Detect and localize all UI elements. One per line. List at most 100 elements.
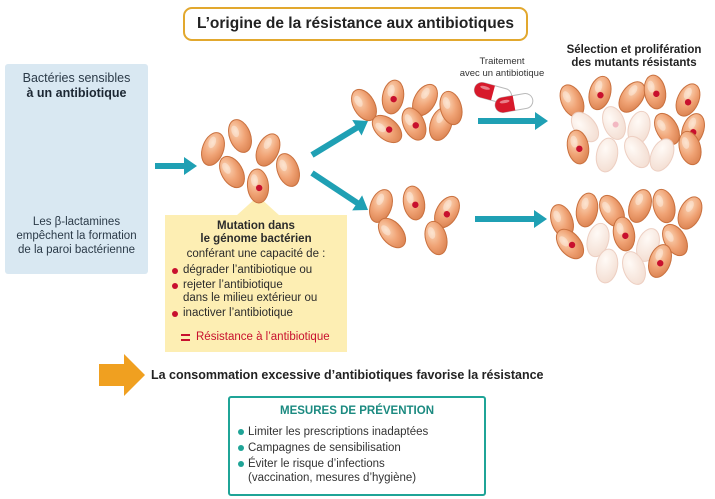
treatment-line2: avec un antibiotique	[459, 68, 545, 79]
list-item: inactiver l’antibiotique	[172, 307, 347, 321]
beta-lactam-note: Les β-lactamines empêchent la formation …	[5, 215, 148, 257]
mutation-dot	[412, 201, 419, 208]
mutant-bacterium	[566, 129, 590, 165]
flow-arrow-icon	[155, 157, 197, 175]
bacterium	[255, 133, 281, 167]
mutation-dot	[255, 184, 263, 192]
item-line1: Éviter le risque d’infections	[248, 458, 385, 470]
bacterium	[618, 81, 646, 113]
list-item: Éviter le risque d’infections (vaccinatio…	[238, 457, 484, 485]
item-line1: inactiver l’antibiotique	[183, 306, 293, 319]
mutation-subtitle: conférant une capacité de :	[186, 248, 326, 260]
bacterium	[424, 220, 448, 256]
dead-bacterium	[624, 135, 650, 169]
bacterium	[276, 153, 300, 187]
mutant-bacterium	[402, 185, 426, 221]
item-line2: (vaccination, mesures d’hygiène)	[248, 472, 417, 484]
treatment-arrow-icon	[478, 112, 548, 130]
bullet-icon	[172, 310, 178, 317]
mutation-dot	[412, 122, 419, 129]
mutation-dot	[390, 95, 397, 103]
bacterium	[228, 119, 252, 153]
growth-arrow-icon	[475, 210, 547, 228]
dead-bacterium	[595, 248, 619, 284]
mutation-panel	[165, 215, 347, 352]
resistance-result-text: Résistance à l’antibiotique	[196, 331, 330, 343]
dead-bacterium	[649, 138, 675, 172]
bacteria-layer	[20, 74, 705, 285]
list-item: Limiter les prescriptions inadaptées	[238, 425, 484, 439]
bacterium	[628, 189, 652, 223]
bacterium	[377, 217, 407, 249]
bullet-icon	[172, 268, 178, 274]
resistance-result: Résistance à l’antibiotique	[181, 331, 330, 343]
consumption-arrow-icon	[99, 354, 145, 396]
note-line2: empêchent la formation	[16, 230, 137, 242]
sensitive-bacteria-panel	[5, 64, 148, 274]
dead-bacterium	[622, 251, 646, 285]
mutant-bacterium	[555, 228, 585, 260]
sensitive-bacteria-title: Bactéries sensibles à un antibiotique	[5, 71, 148, 101]
dead-bacterium	[586, 222, 610, 258]
bacterium	[369, 189, 393, 223]
bullet-icon	[238, 429, 244, 435]
mutant-bacterium	[246, 168, 270, 204]
treatment-line1: Traitement	[479, 56, 525, 67]
item-line1: Campagnes de sensibilisation	[248, 442, 401, 454]
mutant-bacterium	[381, 79, 405, 115]
mutation-dot	[653, 90, 660, 97]
mutation-title: Mutation dans le génome bactérien	[165, 220, 347, 246]
page-title: L’origine de la résistance aux antibioti…	[183, 7, 528, 41]
bullet-icon	[238, 445, 244, 451]
treatment-label: Traitement avec un antibiotique	[447, 56, 557, 80]
antibiotic-capsules	[473, 82, 534, 113]
mutation-dot	[443, 211, 451, 218]
mutation-dot	[657, 260, 664, 267]
note-line3: de la paroi bactérienne	[18, 244, 135, 256]
mutation-dot	[597, 91, 604, 99]
bacterium	[351, 88, 377, 122]
mutation-callout-pointer	[236, 196, 280, 216]
bullet-icon	[238, 461, 244, 467]
equals-icon	[181, 333, 190, 341]
mutant-bacterium	[643, 74, 667, 110]
bacterium	[678, 130, 702, 166]
capsule-icon	[494, 93, 534, 113]
bacterium	[575, 192, 599, 228]
prevention-panel	[228, 396, 486, 496]
arrows-layer	[155, 112, 548, 228]
bacterium	[412, 83, 438, 117]
item-line2: dans le milieu extérieur ou	[183, 292, 318, 304]
bacterium	[219, 155, 245, 189]
item-line1: dégrader l’antibiotique ou	[183, 264, 313, 276]
item-line1: rejeter l’antibiotique	[183, 278, 283, 291]
mutant-bacterium	[648, 244, 672, 278]
mutant-bacterium	[612, 216, 636, 252]
mutant-bacterium	[588, 75, 612, 111]
sensitive-title-line2: à un antibiotique	[26, 86, 127, 100]
bacterium	[654, 112, 680, 146]
mutation-dot	[385, 126, 393, 133]
mutant-bacterium	[434, 195, 460, 229]
selection-line2: des mutants résistants	[571, 57, 697, 69]
mutation-title-line2: le génome bactérien	[200, 233, 312, 245]
bacterium	[201, 132, 225, 166]
note-line1: Les β-lactamines	[32, 216, 121, 228]
branch-down-arrow-icon	[310, 170, 368, 211]
mutation-dot	[684, 99, 692, 106]
mutant-bacterium	[371, 114, 403, 144]
prevention-title: MESURES DE PRÉVENTION	[280, 405, 434, 417]
bacterium	[677, 196, 703, 230]
mutation-capability-list: dégrader l’antibiotique ou rejeter l’ant…	[172, 264, 347, 321]
mutation-dot	[568, 241, 576, 249]
mutation-dot	[622, 232, 629, 239]
mutation-dot	[576, 145, 583, 152]
list-item: dégrader l’antibiotique ou	[172, 264, 347, 278]
bullet-icon	[172, 282, 178, 289]
bacterium	[652, 188, 676, 224]
list-item: Campagnes de sensibilisation	[238, 441, 484, 455]
bacterium	[439, 90, 463, 126]
selection-title: Sélection et prolifération des mutants r…	[556, 44, 712, 70]
